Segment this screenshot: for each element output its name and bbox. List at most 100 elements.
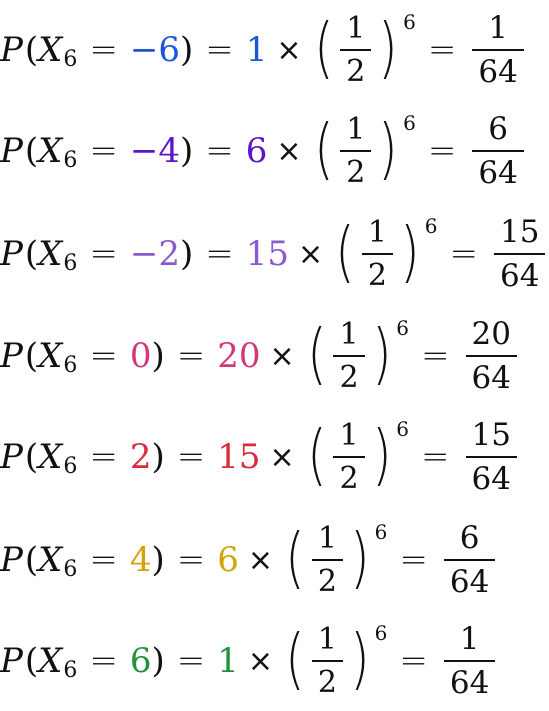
times-sign: × <box>276 32 302 68</box>
result-denominator: 64 <box>472 48 524 88</box>
result-numerator: 6 <box>459 519 480 556</box>
coefficient: 6 <box>217 540 239 580</box>
left-paren: ( <box>24 30 39 70</box>
equals-sign: = <box>89 131 118 171</box>
big-right-paren: ) <box>350 620 370 697</box>
big-right-paren: ) <box>400 213 420 290</box>
result-numerator: 20 <box>471 315 511 352</box>
random-variable: X <box>38 30 63 70</box>
prob-symbol: P <box>0 540 23 580</box>
rv-subscript: 6 <box>63 556 78 582</box>
left-paren: ( <box>24 641 39 681</box>
random-variable: X <box>38 234 63 274</box>
rv-subscript: 6 <box>63 352 78 378</box>
equals-sign: = <box>89 336 118 376</box>
right-paren: ) <box>180 234 194 274</box>
half-denominator: 2 <box>361 252 394 291</box>
coefficient: 15 <box>245 234 290 274</box>
exponent: 6 <box>374 621 388 645</box>
equals-sign: = <box>205 131 234 171</box>
result-denominator: 64 <box>465 354 517 394</box>
outcome-value: 2 <box>129 437 152 477</box>
equals-sign: = <box>89 30 118 70</box>
big-right-paren: ) <box>371 416 392 493</box>
result-numerator: 15 <box>471 416 511 453</box>
equals-sign: = <box>421 437 450 477</box>
random-variable: X <box>38 437 63 477</box>
random-variable: X <box>38 336 63 376</box>
half-numerator: 1 <box>346 111 366 147</box>
half-denominator: 2 <box>333 455 365 494</box>
big-left-paren: ( <box>335 213 355 290</box>
half-numerator: 1 <box>317 621 337 657</box>
equals-sign: = <box>399 641 428 681</box>
half-denominator: 2 <box>333 354 365 393</box>
big-left-paren: ( <box>285 620 305 697</box>
prob-symbol: P <box>0 234 23 274</box>
half-numerator: 1 <box>339 417 359 453</box>
outcome-value: −6 <box>129 30 180 70</box>
exponent: 6 <box>424 214 438 238</box>
coefficient: 20 <box>217 336 261 376</box>
big-left-paren: ( <box>313 9 334 86</box>
prob-symbol: P <box>0 641 23 681</box>
big-right-paren: ) <box>378 110 398 187</box>
times-sign: × <box>276 133 302 169</box>
equals-sign: = <box>205 30 234 70</box>
equals-sign: = <box>89 437 118 477</box>
half-numerator: 1 <box>367 214 388 250</box>
equals-sign: = <box>205 234 234 274</box>
left-paren: ( <box>24 336 39 376</box>
half-denominator: 2 <box>340 48 372 87</box>
rv-subscript: 6 <box>63 147 78 173</box>
prob-symbol: P <box>0 30 23 70</box>
half-denominator: 2 <box>340 149 372 188</box>
left-paren: ( <box>24 437 39 477</box>
outcome-value: −4 <box>129 131 180 171</box>
big-left-paren: ( <box>306 416 327 493</box>
outcome-value: −2 <box>129 234 180 274</box>
result-numerator: 6 <box>488 110 508 147</box>
equals-sign: = <box>89 234 118 274</box>
right-paren: ) <box>180 30 194 70</box>
exponent: 6 <box>403 111 416 135</box>
big-right-paren: ) <box>350 519 370 596</box>
equals-sign: = <box>427 30 457 70</box>
left-paren: ( <box>24 234 39 274</box>
right-paren: ) <box>180 131 194 171</box>
exponent: 6 <box>396 417 410 441</box>
result-numerator: 1 <box>488 9 508 46</box>
equals-sign: = <box>421 336 450 376</box>
equals-sign: = <box>176 641 206 681</box>
times-sign: × <box>269 439 295 475</box>
times-sign: × <box>269 338 295 374</box>
half-numerator: 1 <box>317 520 337 556</box>
equals-sign: = <box>449 234 479 274</box>
coefficient: 1 <box>245 30 268 70</box>
half-numerator: 1 <box>339 316 359 352</box>
result-denominator: 64 <box>443 558 496 598</box>
big-right-paren: ) <box>371 315 392 392</box>
result-numerator: 1 <box>459 620 480 657</box>
exponent: 6 <box>396 316 410 340</box>
half-numerator: 1 <box>346 10 366 46</box>
right-paren: ) <box>151 540 165 580</box>
coefficient: 15 <box>217 437 261 477</box>
result-denominator: 64 <box>472 149 524 189</box>
half-denominator: 2 <box>311 659 343 698</box>
